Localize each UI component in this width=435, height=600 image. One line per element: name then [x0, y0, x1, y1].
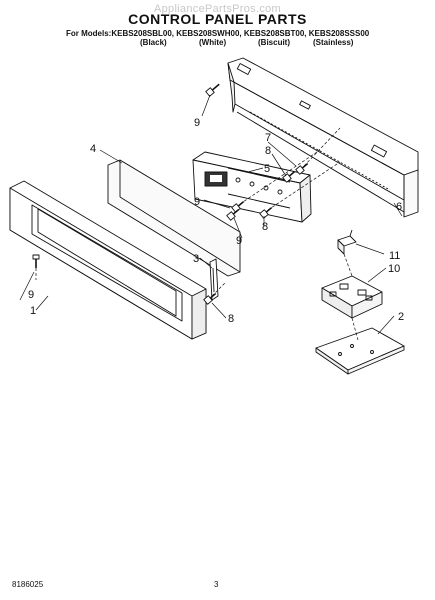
callout-5: 5	[264, 163, 270, 175]
callout-numbers: 1 2 3 4 5 6 7 8 8 8 9 9 9 9 10 11	[28, 117, 404, 325]
rear-bracket-part	[227, 57, 419, 218]
clip-part	[337, 229, 357, 255]
color-black: (Black)	[140, 38, 167, 47]
color-white: (White)	[199, 38, 227, 47]
cover-plate-part	[315, 327, 405, 375]
callout-8-middle: 8	[262, 221, 268, 233]
models-line: For Models:KEBS208SBL00, KEBS208SWH00, K…	[66, 29, 370, 38]
callout-1: 1	[30, 305, 36, 317]
callout-9-left: 9	[28, 289, 34, 301]
control-board-part	[192, 151, 312, 223]
callout-3: 3	[193, 253, 199, 265]
color-stainless: (Stainless)	[313, 38, 354, 47]
footer-part-number: 8186025	[12, 580, 44, 589]
assembly-lines	[35, 127, 359, 341]
control-glass-part	[107, 159, 241, 277]
callout-8-top: 8	[265, 145, 271, 157]
screw-parts	[32, 83, 309, 305]
footer-page-number: 3	[214, 580, 219, 589]
watermark: AppliancePartsPros.com	[153, 3, 282, 15]
terminal-mount-part	[321, 275, 383, 319]
color-biscuit: (Biscuit)	[258, 38, 290, 47]
callout-4: 4	[90, 143, 96, 155]
front-panel-part	[9, 180, 207, 340]
bracket-part	[209, 258, 219, 301]
callout-2: 2	[398, 311, 404, 323]
page-title: CONTROL PANEL PARTS	[128, 11, 307, 27]
callout-11: 11	[389, 250, 400, 262]
leader-lines	[19, 94, 403, 335]
callout-9-lower: 9	[236, 235, 242, 247]
callout-8-bottom: 8	[228, 313, 234, 325]
callout-7: 7	[265, 132, 271, 144]
callout-10: 10	[388, 263, 400, 275]
callout-9-middle: 9	[194, 196, 200, 208]
callout-6: 6	[396, 201, 402, 213]
callout-9-top: 9	[194, 117, 200, 129]
